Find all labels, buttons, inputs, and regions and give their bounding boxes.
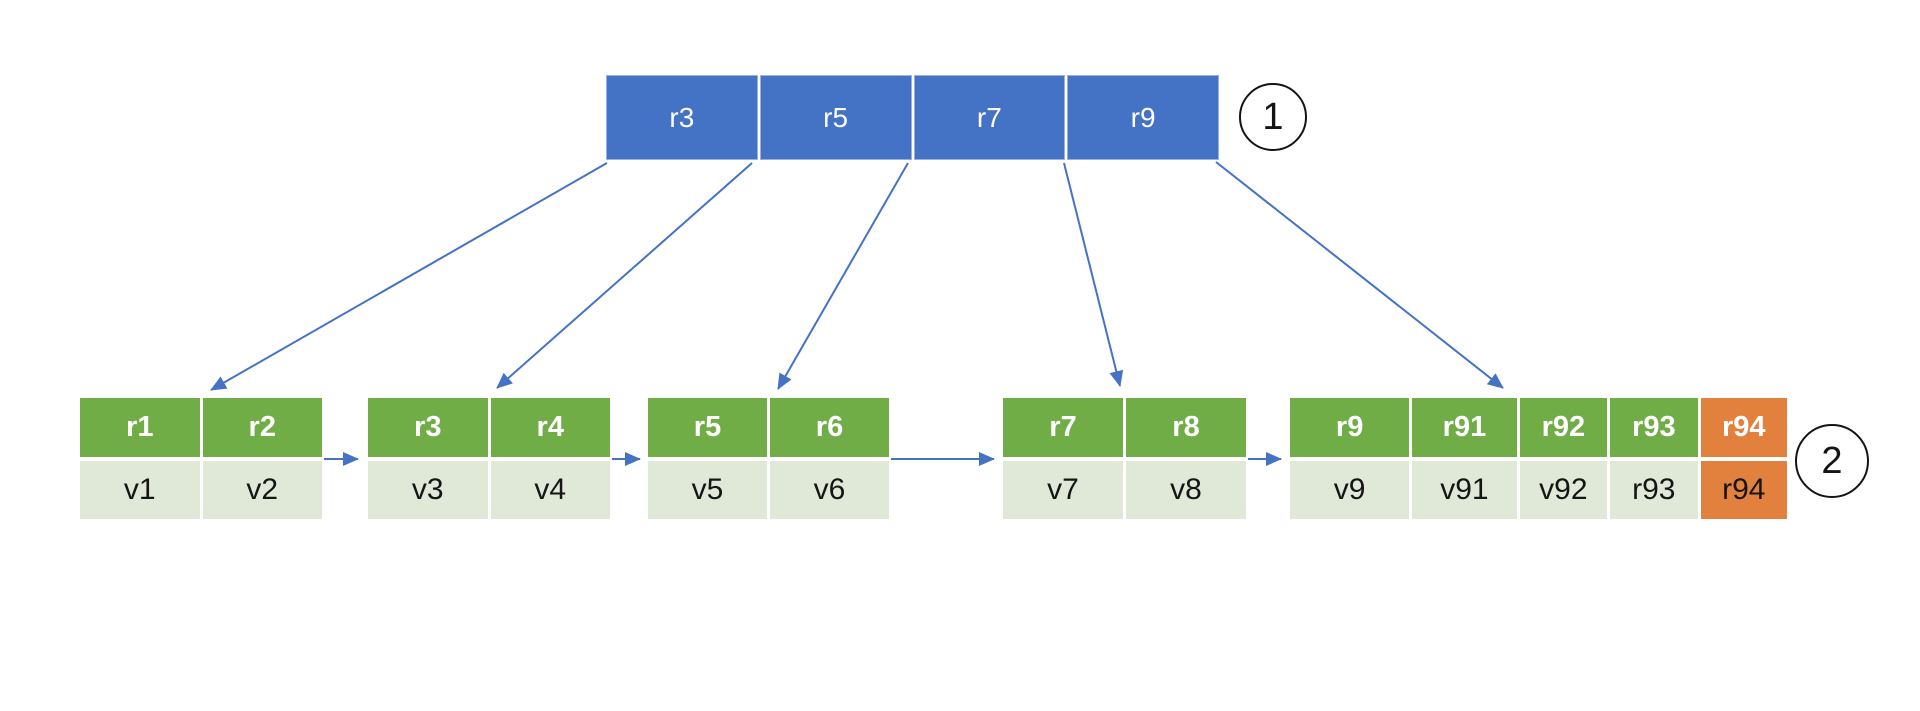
leaf-node-4: r7 r8 v7 v8 [1003,398,1246,519]
leaf-key: r5 [648,398,767,457]
leaf-key: r3 [368,398,488,457]
leaf-value: v92 [1519,461,1608,519]
leaf-value: v5 [648,461,767,519]
leaf-value: v4 [490,461,610,519]
leaf-key: r93 [1610,398,1698,457]
leaf-value: v2 [202,461,322,519]
leaf-key: r1 [80,398,200,457]
root-key: r7 [913,75,1066,160]
leaf-key: r8 [1126,398,1246,457]
leaf-key: r6 [770,398,889,457]
root-key: r3 [606,75,758,160]
leaf-value: v91 [1412,461,1517,519]
step-badge-1: 1 [1239,83,1307,151]
leaf-key: r4 [490,398,610,457]
root-key: r9 [1067,75,1219,160]
leaf-key: r92 [1519,398,1608,457]
leaf-node-5: r9 r91 r92 r93 r94 v9 v91 v92 r93 r94 [1290,398,1787,519]
leaf-value: v9 [1290,461,1410,519]
leaf-key: r7 [1003,398,1123,457]
root-node: r3 r5 r7 r9 [606,75,1219,160]
leaf-key: r91 [1412,398,1517,457]
leaf-value-highlighted: r94 [1700,461,1787,519]
leaf-value: v8 [1126,461,1246,519]
root-key: r5 [759,75,912,160]
leaf-value: v3 [368,461,488,519]
leaf-key: r2 [202,398,322,457]
leaf-value: v7 [1003,461,1123,519]
badge-label: 1 [1262,95,1284,138]
leaf-key: r9 [1290,398,1410,457]
leaf-key-highlighted: r94 [1700,398,1787,457]
leaf-node-2: r3 r4 v3 v4 [368,398,610,519]
badge-label: 2 [1821,439,1843,482]
leaf-value: v6 [770,461,889,519]
leaf-node-1: r1 r2 v1 v2 [80,398,322,519]
leaf-node-3: r5 r6 v5 v6 [648,398,889,519]
leaf-value: v1 [80,461,200,519]
leaf-value: r93 [1610,461,1698,519]
step-badge-2: 2 [1795,424,1869,498]
